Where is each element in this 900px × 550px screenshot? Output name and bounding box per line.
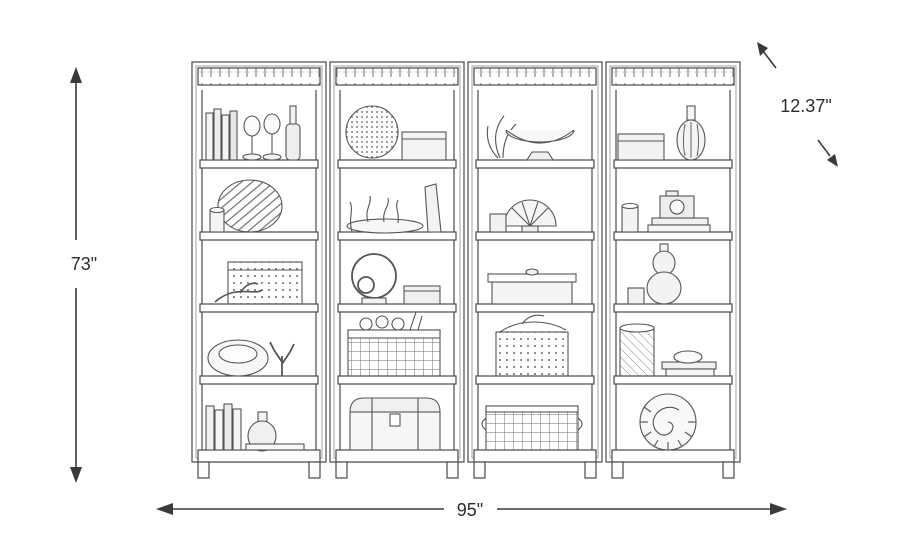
arrowhead-right-icon <box>770 503 787 515</box>
candlestick-bottle-icon <box>285 105 301 161</box>
bookcase-unit-3-frame <box>467 61 603 479</box>
woven-basket-icon <box>347 329 441 377</box>
dish-sprigs-icon <box>366 195 399 224</box>
jar-icon <box>621 202 639 233</box>
storage-box-icon <box>617 133 665 161</box>
textured-sphere-icon <box>345 105 399 159</box>
shelf-decor <box>205 105 717 452</box>
nautilus-shell-icon <box>639 393 697 451</box>
leafy-plant-icon <box>486 115 517 159</box>
foot <box>584 461 597 479</box>
unit1-shelf3-items <box>214 261 303 305</box>
coral-branch-icon <box>269 341 295 376</box>
goblets-icon <box>242 113 282 161</box>
unit2-shelf4-items <box>347 311 441 377</box>
zebra-figurine-icon <box>217 179 283 233</box>
round-bowl-icon <box>207 339 269 377</box>
storage-box-icon <box>401 131 447 161</box>
unit4-shelf4-items <box>619 323 717 377</box>
camera-on-books-icon <box>647 190 711 233</box>
unit3-shelf3-items <box>487 268 577 305</box>
unit4-shelf5-items <box>639 393 697 451</box>
unit2-shelf5-items <box>349 397 441 451</box>
unit2-shelf2-items <box>346 183 442 234</box>
speckled-box-icon <box>227 261 303 305</box>
antler-branch-icon <box>214 282 263 303</box>
foot <box>722 461 735 479</box>
depth-dimension-label: 12.37" <box>780 96 831 116</box>
arrowhead-down-icon <box>70 467 82 483</box>
unit1-shelf5-items <box>205 403 305 452</box>
arrowhead-up-icon <box>70 67 82 83</box>
height-dimension-arrow <box>70 67 82 483</box>
width-dimension-label: 95" <box>457 500 483 520</box>
small-box-icon <box>489 213 507 233</box>
small-cup-icon <box>627 287 645 305</box>
foot <box>473 461 486 479</box>
fan-shell-sculpture-icon <box>503 199 557 233</box>
foot <box>308 461 321 479</box>
arrowhead-upleft-icon <box>757 42 768 56</box>
lidded-box-icon <box>487 268 577 305</box>
leaning-book-icon <box>424 183 442 233</box>
low-dish-icon <box>346 218 424 234</box>
foot <box>446 461 459 479</box>
unit3-shelf2-items <box>489 199 557 233</box>
rolled-papers-icon <box>359 311 423 331</box>
tray-icon <box>245 443 305 451</box>
small-jar-icon <box>209 206 225 233</box>
foot <box>197 461 210 479</box>
unit1-shelf1-items <box>205 105 301 161</box>
wire-crate-icon <box>481 405 583 451</box>
unit4-shelf1-items <box>617 105 706 161</box>
unit2-shelf1-items <box>345 105 447 161</box>
unit2-shelf3-items <box>351 253 441 305</box>
width-dimension-arrow <box>156 503 787 515</box>
foot <box>611 461 624 479</box>
foot <box>335 461 348 479</box>
depth-dimension-arrow <box>757 42 838 167</box>
unit3-shelf4-items <box>495 314 569 377</box>
storage-trunk-icon <box>349 397 441 451</box>
speckled-box-icon <box>495 331 569 377</box>
unit4-shelf2-items <box>621 190 711 233</box>
unit3-shelf1-items <box>486 115 575 161</box>
small-box-icon <box>403 285 441 305</box>
ribbed-vase-icon <box>676 105 706 161</box>
branch-icon <box>499 314 567 333</box>
bowl-on-stand-icon <box>505 129 575 161</box>
unit1-shelf2-items <box>209 179 283 233</box>
upright-books-icon <box>205 108 238 161</box>
unit1-shelf4-items <box>207 339 295 377</box>
sprig-icon <box>349 201 353 233</box>
arrowhead-left-icon <box>156 503 173 515</box>
unit3-shelf5-items <box>481 405 583 451</box>
gourd-vase-icon <box>646 243 682 305</box>
wire-ring-sculpture-icon <box>351 253 397 305</box>
height-dimension-label: 73" <box>71 254 97 274</box>
arrowhead-downright-icon <box>827 154 838 167</box>
coral-cylinder-icon <box>619 323 655 377</box>
upright-books-icon <box>205 403 242 451</box>
books-with-bowl-icon <box>661 350 717 377</box>
unit4-shelf3-items <box>627 243 682 305</box>
